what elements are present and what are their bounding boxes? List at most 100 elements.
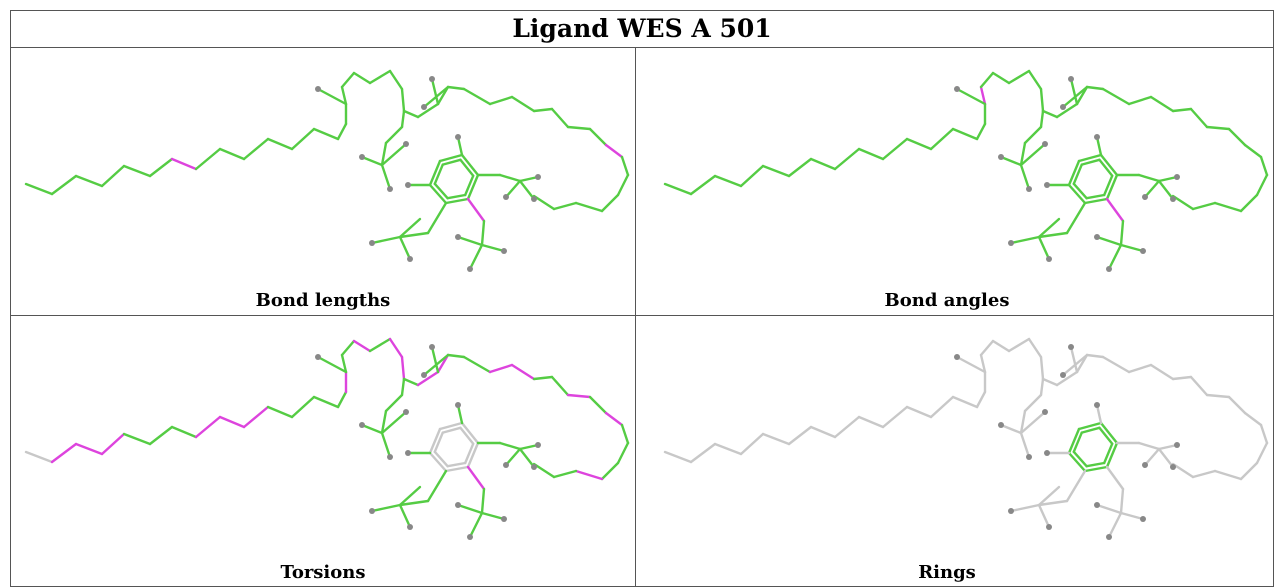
chain-bond: [290, 127, 316, 151]
ring-inner-bond: [446, 461, 467, 468]
substituent-bond: [1119, 219, 1125, 247]
loop-bond: [620, 155, 630, 177]
substituent-bond: [456, 235, 484, 247]
atom: [421, 372, 427, 378]
chain-bond: [218, 147, 246, 161]
chain-bond: [975, 122, 987, 141]
atom: [1094, 234, 1100, 240]
substituent-bond: [1119, 487, 1125, 515]
loop-bond: [1085, 85, 1105, 91]
substituent-bond: [1095, 403, 1103, 425]
chain-bond: [979, 353, 987, 374]
atom: [467, 266, 473, 272]
substituent-bond: [1107, 511, 1123, 539]
substituent-bond: [498, 441, 522, 451]
loop-bond: [1041, 109, 1059, 119]
chain-bond: [713, 442, 743, 456]
loop-bond: [1007, 337, 1031, 353]
loop-bond: [1213, 201, 1243, 213]
substituent-bond: [316, 355, 348, 374]
loop-bond: [604, 143, 624, 159]
substituent-bond: [480, 487, 486, 515]
substituent-bond: [1009, 235, 1041, 245]
loop-bond: [574, 469, 604, 481]
chain-bond: [929, 395, 955, 419]
loop-bond: [446, 85, 466, 91]
atom: [421, 104, 427, 110]
substituent-bond: [1019, 141, 1027, 167]
chain-bond: [266, 137, 294, 151]
loop-bond: [368, 69, 392, 85]
ring-inner-bond: [1072, 450, 1088, 468]
chain-bond: [951, 127, 979, 141]
loop-bond: [1243, 411, 1263, 427]
substituent-bond: [398, 503, 412, 529]
substituent-bond: [955, 87, 987, 106]
ring-bond: [1105, 173, 1119, 201]
atom: [405, 182, 411, 188]
ring-inner-bond: [433, 431, 444, 454]
substituent-bond: [468, 243, 484, 271]
atom: [1044, 182, 1050, 188]
substituent-bond: [999, 155, 1023, 167]
substituent-bond: [518, 175, 540, 183]
substituent-bond: [504, 179, 522, 199]
chain-bond: [340, 71, 356, 89]
loop-bond: [400, 87, 406, 113]
substituent-bond: [466, 465, 486, 491]
ring-inner-bond: [1098, 426, 1114, 446]
loop-bond: [1171, 375, 1193, 381]
chain-bond: [148, 157, 174, 178]
substituent-bond: [1137, 441, 1161, 451]
loop-bond: [402, 377, 420, 387]
atom: [531, 196, 537, 202]
loop-bond: [488, 95, 514, 106]
ring-bond: [428, 183, 448, 205]
substituent-bond: [1065, 469, 1087, 503]
substituent-bond: [1157, 447, 1175, 469]
loop-bond: [552, 469, 578, 479]
ring-inner-bond: [1080, 158, 1101, 166]
chain-bond: [100, 164, 126, 188]
chain-bond: [991, 339, 1011, 353]
substituent-bond: [370, 503, 402, 513]
chain-bond: [50, 174, 78, 196]
atom: [1060, 104, 1066, 110]
substituent-bond: [380, 431, 392, 459]
substituent-bond: [1037, 503, 1051, 529]
atom: [1106, 534, 1112, 540]
atom: [369, 240, 375, 246]
substituent-bond: [1095, 135, 1103, 157]
substituent-bond: [1037, 235, 1051, 261]
substituent-bond: [955, 355, 987, 374]
atom: [1170, 464, 1176, 470]
substituent-bond: [1119, 511, 1145, 521]
atom: [315, 86, 321, 92]
ring-bond: [444, 465, 470, 473]
chain-bond: [833, 147, 861, 171]
loop-bond: [446, 353, 466, 359]
chain-bond: [266, 405, 294, 419]
ring-inner-bond: [441, 426, 462, 434]
ring-bond: [1077, 153, 1103, 163]
loop-bond: [1027, 337, 1043, 359]
chain-bond: [857, 415, 885, 429]
chain-bond: [290, 395, 316, 419]
chain-bond: [809, 157, 837, 171]
ring-inner-bond: [1072, 431, 1083, 454]
substituent-bond: [1019, 142, 1047, 167]
loop-bond: [388, 69, 404, 91]
atom: [998, 422, 1004, 428]
substituent-bond: [1157, 443, 1179, 451]
substituent-bond: [380, 142, 408, 167]
atom: [501, 516, 507, 522]
substituent-bond: [1095, 503, 1123, 515]
atom: [359, 154, 365, 160]
ring-inner-bond: [459, 426, 475, 446]
chain-bond: [689, 442, 717, 464]
substituent-bond: [430, 77, 440, 106]
atom: [1140, 516, 1146, 522]
substituent-bond: [456, 135, 464, 157]
atom: [407, 524, 413, 530]
loop-bond: [1055, 102, 1079, 119]
